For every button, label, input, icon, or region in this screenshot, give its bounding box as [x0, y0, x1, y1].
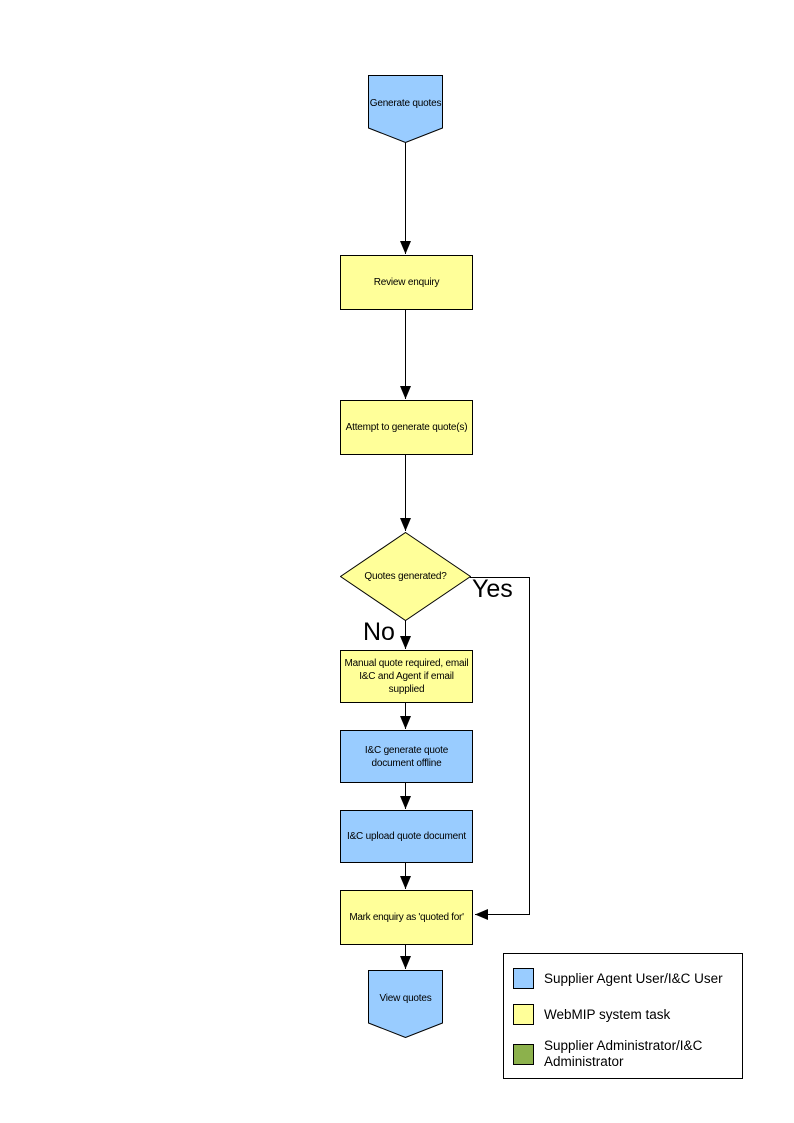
- diamond-shape: [340, 532, 471, 621]
- node-attempt-generate-label: Attempt to generate quote(s): [345, 422, 468, 433]
- legend-item-supplier-administrator: Supplier Administrator/I&C Administrator: [513, 1038, 735, 1070]
- branch-label-no: No: [363, 618, 395, 646]
- legend-label: WebMIP system task: [544, 1006, 671, 1022]
- node-ic-upload-label: I&C upload quote document: [347, 831, 466, 842]
- node-review-enquiry: Review enquiry: [340, 255, 473, 310]
- node-end-shape: [368, 970, 443, 1038]
- pentagon-shape: [368, 75, 443, 143]
- legend-item-supplier-agent: Supplier Agent User/I&C User: [513, 968, 735, 989]
- node-mark-quoted: Mark enquiry as 'quoted for': [340, 890, 473, 945]
- node-manual-quote: Manual quote required, email I&C and Age…: [340, 650, 473, 703]
- node-ic-upload: I&C upload quote document: [340, 810, 473, 863]
- legend-item-webmip-task: WebMIP system task: [513, 1004, 735, 1025]
- node-review-enquiry-label: Review enquiry: [373, 277, 440, 288]
- connector-yes-branch: [470, 577, 530, 920]
- node-decision-shape: [340, 532, 471, 621]
- node-ic-generate-offline: I&C generate quote document offline: [340, 730, 473, 783]
- node-attempt-generate: Attempt to generate quote(s): [340, 400, 473, 455]
- legend-label: Supplier Agent User/I&C User: [544, 970, 723, 986]
- node-mark-quoted-label: Mark enquiry as 'quoted for': [349, 912, 464, 923]
- legend-swatch-green: [513, 1043, 534, 1065]
- legend-box: Supplier Agent User/I&C User WebMIP syst…: [503, 953, 743, 1079]
- node-start-shape: [368, 75, 443, 143]
- pentagon-shape: [368, 970, 443, 1038]
- branch-label-yes: Yes: [472, 575, 513, 603]
- node-manual-quote-label: Manual quote required, email I&C and Age…: [344, 658, 469, 695]
- node-ic-generate-offline-label: I&C generate quote document offline: [364, 744, 449, 769]
- legend-label: Supplier Administrator/I&C Administrator: [544, 1038, 703, 1069]
- legend-swatch-yellow: [513, 1004, 534, 1025]
- legend-swatch-blue: [513, 968, 534, 989]
